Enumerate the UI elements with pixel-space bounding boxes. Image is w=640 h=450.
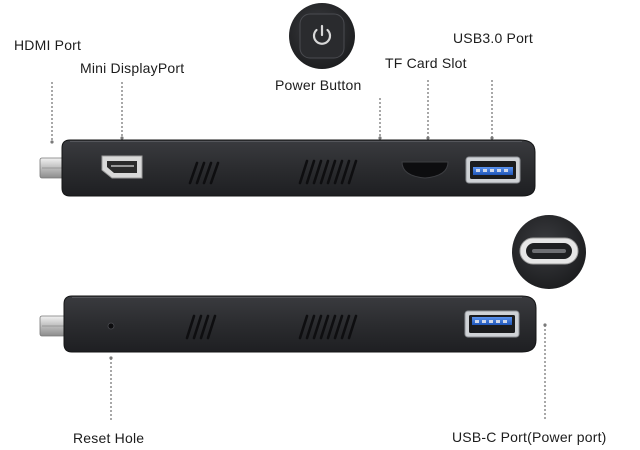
- mini-displayport: [101, 155, 143, 179]
- vent-bottom-left: [185, 314, 217, 340]
- leader-lines-top: [51, 80, 493, 142]
- vent-top-left: [188, 161, 220, 185]
- label-reset-hole: Reset Hole: [73, 430, 145, 446]
- power-button-callout: [289, 3, 355, 69]
- usb-c-port-icon: [519, 237, 579, 265]
- label-mini-displayport: Mini DisplayPort: [80, 60, 185, 76]
- reset-hole: [107, 322, 115, 330]
- label-power-button: Power Button: [275, 77, 362, 93]
- usb-c-port-callout: [512, 215, 586, 289]
- label-hdmi-port: HDMI Port: [14, 37, 82, 53]
- device-bottom: [39, 295, 537, 353]
- device-top: [39, 139, 536, 197]
- label-usb3-port: USB3.0 Port: [453, 30, 534, 46]
- usb3-port-top: [465, 156, 521, 184]
- vent-top-right: [298, 159, 358, 185]
- tf-card-slot: [401, 161, 449, 179]
- label-usb-c-port: USB-C Port(Power port): [452, 429, 607, 445]
- vent-bottom-right: [298, 314, 358, 340]
- power-icon: [312, 24, 332, 45]
- label-tf-card-slot: TF Card Slot: [385, 55, 467, 71]
- usb3-port-bottom: [464, 310, 520, 338]
